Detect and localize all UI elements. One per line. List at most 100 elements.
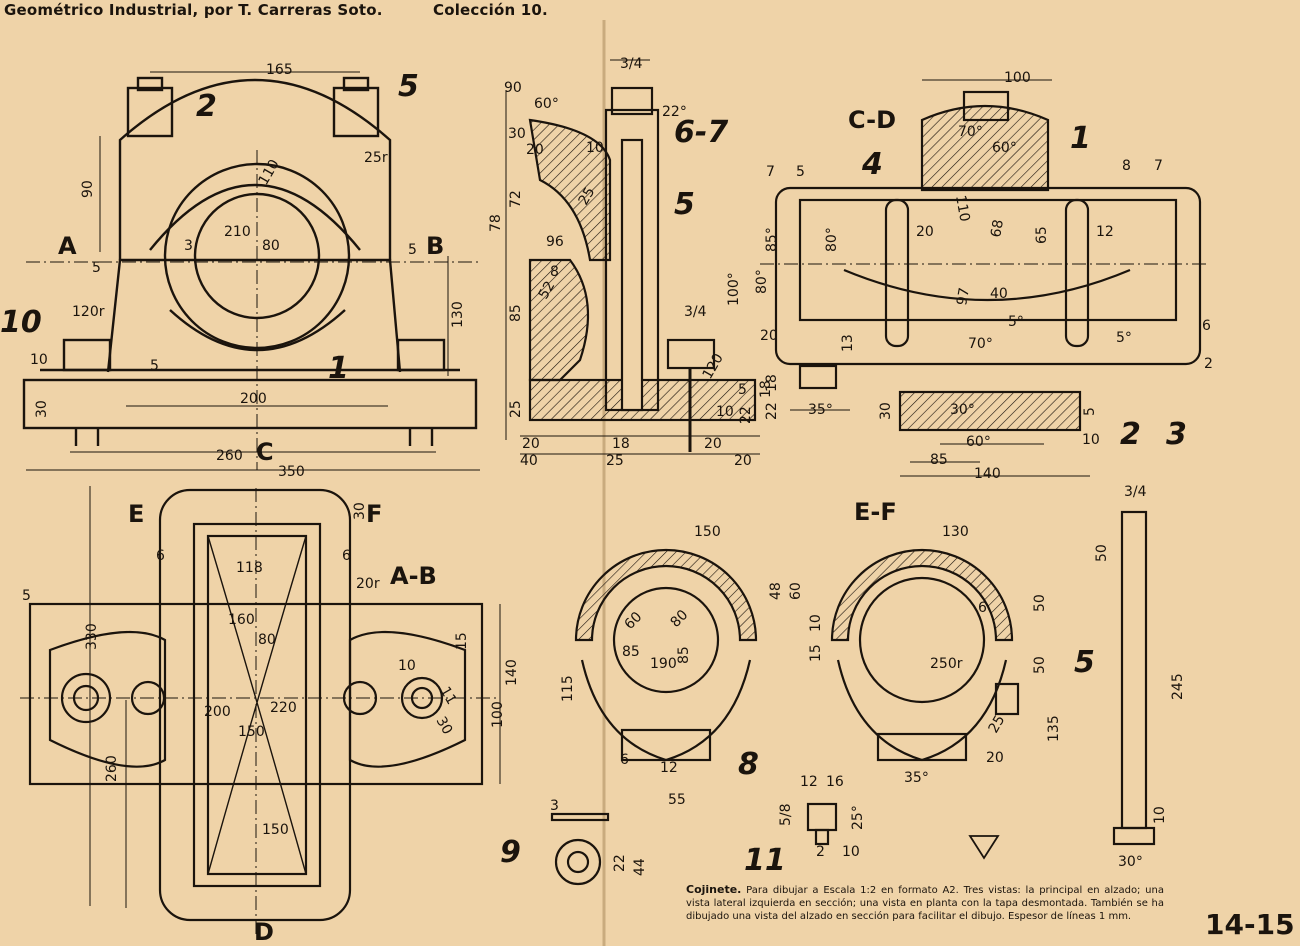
dim-5b: 5 xyxy=(408,242,417,258)
bolt-labels: 3/4 50 5 245 10 30° xyxy=(1074,484,1186,870)
dim-s120: 120 xyxy=(700,351,727,382)
dim-ab12: 12 xyxy=(660,760,678,776)
dim-cd10: 10 xyxy=(1082,432,1100,448)
label-part-5-side: 5 xyxy=(674,187,695,222)
dim-s20d: 20 xyxy=(734,453,752,469)
label-part-1-cd: 1 xyxy=(1070,121,1091,156)
ab-bearing-bore xyxy=(612,586,720,694)
dim-p150: 150 xyxy=(238,724,265,740)
dim-n25: 25° xyxy=(850,805,866,830)
dim-p5: 5 xyxy=(22,588,31,604)
plan-view xyxy=(28,488,484,922)
dim-s5: 5 xyxy=(738,382,747,398)
dim-cd68: 68 xyxy=(988,218,1007,238)
nut-body xyxy=(806,802,838,832)
label-part-8: 8 xyxy=(738,747,759,782)
dim-cd30: 30 xyxy=(878,402,894,420)
dim-ab55: 55 xyxy=(668,792,686,808)
dim-n10: 10 xyxy=(842,844,860,860)
label-part-1-front: 1 xyxy=(328,351,349,386)
header-collection: Colección 10. xyxy=(433,1,548,19)
dim-p260: 260 xyxy=(104,755,120,782)
dim-cd7b: 7 xyxy=(1154,158,1163,174)
front-body-pedestal xyxy=(106,258,402,373)
dim-b10: 10 xyxy=(1152,806,1168,824)
dim-p30: 30 xyxy=(352,502,368,520)
label-section-C: C xyxy=(256,438,274,466)
dim-s20c: 20 xyxy=(704,436,722,452)
dim-ab115: 115 xyxy=(560,675,576,702)
ef-bearing-bore xyxy=(858,576,986,704)
plan-view-labels: E F 30 6 6 118 20r A-B 5 330 160 80 15 1… xyxy=(22,500,520,946)
washer-outer xyxy=(554,838,602,886)
dim-s40: 40 xyxy=(520,453,538,469)
centerline-symbol xyxy=(968,835,1000,860)
dim-p6b: 6 xyxy=(342,548,351,564)
dim-p100: 100 xyxy=(490,701,506,728)
cd-nut-bottom xyxy=(798,364,838,390)
dim-s90: 90 xyxy=(504,80,522,96)
dim-ef135: 135 xyxy=(1046,715,1062,742)
dim-s20b: 20 xyxy=(522,436,540,452)
dim-w44: 44 xyxy=(632,858,648,876)
dim-ab6: 6 xyxy=(620,752,629,768)
dim-s10b: 10 xyxy=(716,404,734,420)
dim-n16: 16 xyxy=(826,774,844,790)
dim-s60: 60° xyxy=(534,96,559,112)
dim-ef6: 6 xyxy=(978,600,987,616)
dim-110: 110 xyxy=(256,157,283,188)
dim-cd8: 8 xyxy=(1122,158,1131,174)
dim-30: 30 xyxy=(34,400,50,418)
dim-s52: 52 xyxy=(536,279,559,302)
front-view-labels: 165 2 5 90 110 25r 210 80 3 5 5 A B 10 1… xyxy=(0,62,466,480)
cd-slot-right xyxy=(1064,198,1090,348)
dim-s8: 8 xyxy=(550,264,559,280)
dim-cd5c: 5° xyxy=(1116,330,1132,346)
dim-p10: 10 xyxy=(398,658,416,674)
dim-s85: 85 xyxy=(508,304,524,322)
dim-165: 165 xyxy=(266,62,293,78)
dim-cd60: 60° xyxy=(992,140,1017,156)
dim-cd5d: 5 xyxy=(1082,407,1098,416)
dim-cd40: 40 xyxy=(990,286,1008,302)
side-nut-top xyxy=(610,86,654,116)
front-cap-outline xyxy=(118,78,392,260)
dim-cd80: 80° xyxy=(824,227,840,252)
dim-130: 130 xyxy=(450,301,466,328)
dim-ab60b: 60 xyxy=(622,609,646,633)
dim-260: 260 xyxy=(216,448,243,464)
dim-s96: 96 xyxy=(546,234,564,250)
dim-120r: 120r xyxy=(72,304,105,320)
ab-section-view xyxy=(574,548,758,762)
dim-cd80b: 80° xyxy=(754,269,770,294)
label-section-D: D xyxy=(254,918,274,946)
dim-ef20: 20 xyxy=(986,750,1004,766)
plan-view-dimension-lines xyxy=(20,486,501,938)
dim-cd110: 110 xyxy=(952,194,972,223)
dim-ab80: 80 xyxy=(668,607,692,631)
dim-s10: 10 xyxy=(586,140,604,156)
dim-b245: 245 xyxy=(1170,673,1186,700)
dim-210: 210 xyxy=(224,224,251,240)
dim-s25c: 25 xyxy=(606,453,624,469)
label-part-6-7: 6-7 xyxy=(674,115,728,150)
cd-bearing-arc xyxy=(843,268,1131,302)
label-part-5-bolt: 5 xyxy=(1074,645,1095,680)
dim-ab85: 85 xyxy=(622,644,640,660)
dim-ef35: 35° xyxy=(904,770,929,786)
label-part-11: 11 xyxy=(744,843,786,878)
dim-25r: 25r xyxy=(364,150,388,166)
dim-s72: 72 xyxy=(508,190,524,208)
dim-ab48: 48 xyxy=(768,582,784,600)
ef-view-labels: E-F 130 6 50 10 15 250r 50 135 25 20 35° xyxy=(808,498,1062,786)
dim-ef10: 10 xyxy=(808,614,824,632)
cd-section-view xyxy=(774,90,1202,432)
dim-n12: 12 xyxy=(800,774,818,790)
dim-p118: 118 xyxy=(236,560,263,576)
front-stud-left xyxy=(126,86,174,138)
dim-cd20b: 20 xyxy=(760,328,778,344)
dim-ef50: 50 xyxy=(1032,594,1048,612)
plan-lug-left xyxy=(48,630,167,768)
dim-10: 10 xyxy=(30,352,48,368)
dim-p15: 15 xyxy=(454,632,470,650)
